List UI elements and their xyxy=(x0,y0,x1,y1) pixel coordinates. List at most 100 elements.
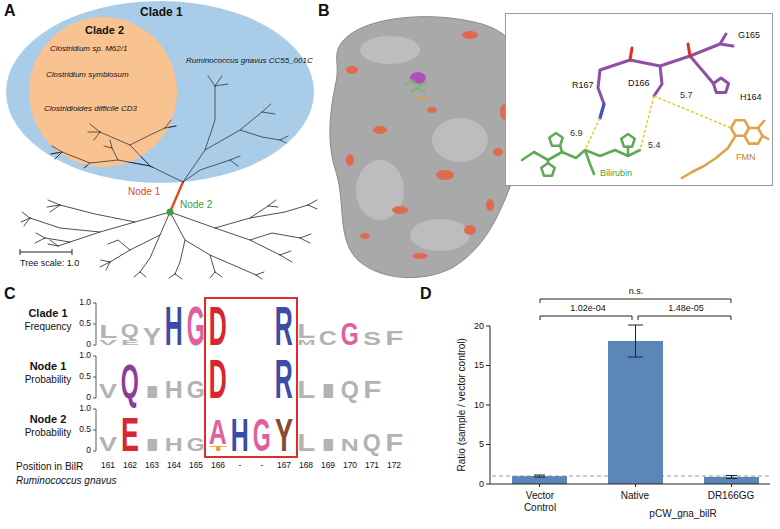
figure-label: Frequency xyxy=(24,321,71,333)
logo-letter: Q xyxy=(341,377,359,401)
figure-label: 161 xyxy=(101,461,115,471)
pocket-cofactor xyxy=(414,96,430,100)
pocket-ligands xyxy=(404,80,428,94)
logo-letter: H xyxy=(165,435,183,453)
figure-label: 170 xyxy=(343,461,357,471)
figure-label: n.s. xyxy=(629,286,644,296)
figure-label: 168 xyxy=(299,461,313,471)
protein-surface xyxy=(330,17,525,278)
residue-sticks xyxy=(598,34,733,118)
distance-lines xyxy=(585,96,731,150)
node-label: Clostridium sp. M62/1 xyxy=(50,44,127,53)
figure-label: Clade 1 xyxy=(28,307,67,320)
node-label: 5.7 xyxy=(680,90,693,100)
logo-letter: I xyxy=(143,383,161,400)
logo-letter: Y xyxy=(143,324,161,348)
figure-label: 20 xyxy=(474,321,484,331)
residue-patches xyxy=(346,31,510,259)
figure-label: 0.5 xyxy=(79,425,91,435)
figure-label: 0 xyxy=(86,446,91,456)
logo-letter: L xyxy=(99,323,117,341)
tree-branches xyxy=(51,76,178,168)
figure-label: Probability xyxy=(25,374,72,386)
figure-label: 1.0 xyxy=(79,404,91,414)
logo-letter: I xyxy=(319,380,337,401)
logo-letter: G xyxy=(187,378,205,401)
figure-label: 0 xyxy=(86,340,91,350)
logo-letter: I xyxy=(319,436,337,453)
logo-letter: Q xyxy=(121,322,139,340)
logo-letter: V xyxy=(99,381,117,401)
figure-label: DR166GG xyxy=(708,490,755,502)
logo-letter: G xyxy=(187,435,205,453)
logo-letter: R xyxy=(275,352,293,407)
figure-label: D xyxy=(420,285,432,303)
figure-label: Tree scale: 1.0 xyxy=(20,258,79,268)
node-label: 5.4 xyxy=(648,140,661,150)
clade-region: Clade 1 Ruminococcus gnavus CC55_001C Clad… xyxy=(5,0,315,184)
logo-letter: H xyxy=(165,378,183,401)
figure-label: 169 xyxy=(321,461,335,471)
logo-letter: N xyxy=(341,436,359,453)
figure-label: 0 xyxy=(479,479,484,489)
logo-letter: Q xyxy=(121,357,139,406)
logo-letter: E xyxy=(121,410,139,459)
subclade-region: Clade 2Clostridium sp. M62/1Clostridium … xyxy=(28,16,178,168)
figure-label: 163 xyxy=(145,461,159,471)
node-label: R167 xyxy=(572,80,594,90)
node-label: Clostridium symbiosum xyxy=(46,70,129,79)
highlight-box: DRDRAHGYT xyxy=(206,299,296,456)
figure-label: 5 xyxy=(479,439,484,449)
logo-letter: H xyxy=(231,412,249,458)
figure-label: 172 xyxy=(387,461,401,471)
figure-label: 1.0 xyxy=(79,351,91,361)
binding-site-inset: G165D166R167H1645.76.95.4FMNBilirubin xyxy=(506,14,772,185)
logo-letter: F xyxy=(363,377,381,401)
figure-label: 0 xyxy=(86,393,91,403)
logo-letter: I xyxy=(143,436,161,453)
node-label: D166 xyxy=(628,78,650,88)
logo-letter: L xyxy=(297,431,315,454)
node-label: H164 xyxy=(740,92,762,102)
region-shape xyxy=(28,16,178,168)
logo-letter: V xyxy=(99,433,117,454)
oxygen-sticks xyxy=(630,44,690,60)
logo-letter: S xyxy=(363,329,381,347)
logo-letter: L xyxy=(297,377,315,401)
binding-pocket xyxy=(410,72,426,84)
figure-label: 164 xyxy=(167,461,181,471)
figure-label: 167 xyxy=(277,461,291,471)
logo-letter: G xyxy=(341,318,359,350)
node-label: FMN xyxy=(736,152,756,162)
figure-label: Node 1 xyxy=(30,360,67,373)
fmn-sticks xyxy=(682,120,768,178)
histidine-ring xyxy=(713,78,728,93)
error-bars xyxy=(534,325,737,479)
figure-label: Node 2 xyxy=(30,413,67,426)
logo-letter: D xyxy=(209,298,227,354)
figure-label: Vector Control xyxy=(516,490,564,513)
figure-label: 162 xyxy=(123,461,137,471)
node2-point xyxy=(167,209,174,216)
figure-label: 15 xyxy=(474,360,484,370)
figure-label: Node 2 xyxy=(180,199,212,211)
nitrogen-sticks xyxy=(600,104,604,118)
figure-label: Ratio (sample / vector control) xyxy=(456,338,468,471)
bar xyxy=(608,341,663,484)
figure-label: Ruminococcus gnavus xyxy=(16,475,117,487)
logo-letter: F xyxy=(385,431,403,454)
node-label: 6.9 xyxy=(570,128,583,138)
figure-label: 10 xyxy=(474,400,484,410)
node-label: G165 xyxy=(738,30,760,40)
node-label: Clade 1 xyxy=(140,6,183,20)
significance-brackets xyxy=(540,299,731,320)
logo-letter: G xyxy=(187,299,205,354)
logo-letter: D xyxy=(209,352,227,407)
figure-label: Probability xyxy=(25,427,72,439)
logo-letter: L xyxy=(297,322,315,342)
figure-label: 1.0 xyxy=(79,298,91,308)
node-label: Ruminococcus gnavus CC55_001C xyxy=(186,56,313,65)
figure-label: 1.02e-04 xyxy=(570,303,606,313)
figure-label: 171 xyxy=(365,461,379,471)
